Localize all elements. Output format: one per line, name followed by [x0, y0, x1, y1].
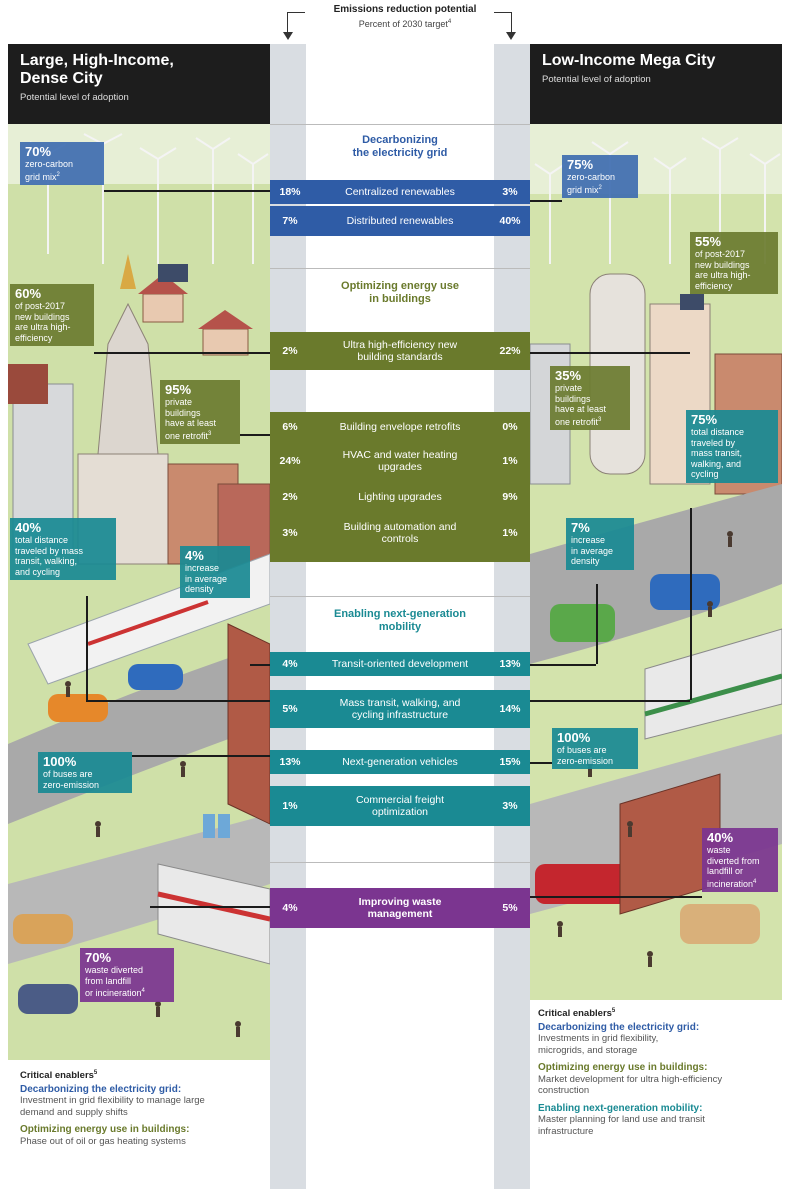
right-enabler-grid-text: Investments in grid flexibility,microgri…	[538, 1033, 659, 1056]
right-enabler-mobility-text: Master planning for land use and transit…	[538, 1114, 705, 1137]
right-enabler-mobility-title: Enabling next-generation mobility:	[538, 1102, 703, 1114]
bracket-arrows	[283, 32, 516, 40]
right-leader-buses	[530, 762, 552, 764]
left-callout-retrofit: 95% private buildings have at least one …	[160, 380, 240, 444]
bracket-left	[287, 12, 305, 13]
left-callout-grid: 70% zero-carbon grid mix2	[20, 142, 104, 185]
left-enabler-buildings-title: Optimizing energy use in buildings:	[20, 1124, 190, 1136]
right-leader-density-v	[596, 584, 598, 664]
header-subtitle: Percent of 2030 target4	[358, 19, 452, 29]
right-city-name: Low-Income Mega City	[542, 52, 716, 69]
left-leader-transit	[86, 700, 270, 702]
left-enabler-grid-text: Investment in grid flexibility to manage…	[20, 1095, 205, 1118]
left-city-header: Large, High-Income, Dense City Potential…	[8, 44, 270, 124]
right-enabler-buildings-title: Optimizing energy use in buildings:	[538, 1062, 708, 1074]
divider-mobility	[270, 596, 530, 597]
left-callout-density: 4% increase in average density	[180, 546, 250, 598]
bracket-right	[494, 12, 512, 13]
buildings-retrofit-block	[270, 412, 530, 562]
left-callout-buses: 100% of buses are zero-emission	[38, 752, 132, 793]
right-callout-waste: 40% waste diverted from landfill or inci…	[702, 828, 778, 892]
left-callout-transit: 40% total distance traveled by mass tran…	[10, 518, 116, 580]
right-leader-waste	[530, 896, 702, 898]
left-enabler-grid-title: Decarbonizing the electricity grid:	[20, 1083, 182, 1095]
left-leader-density	[250, 664, 270, 666]
right-city-adoption-label: Potential level of adoption	[542, 74, 651, 85]
left-leader-waste	[150, 906, 270, 908]
left-leader-new-buildings	[94, 352, 270, 354]
bracket-left-drop	[287, 12, 288, 36]
left-enablers: Critical enablers5 Decarbonizing the ele…	[8, 1060, 270, 1182]
right-callout-buses: 100% of buses are zero-emission	[552, 728, 638, 769]
right-callout-density: 7% increase in average density	[566, 518, 634, 570]
header-title: Emissions reduction potential	[333, 4, 477, 15]
left-city-name: Large, High-Income, Dense City	[20, 52, 174, 87]
right-enablers-heading: Critical enablers5	[538, 1008, 616, 1020]
right-leader-grid	[530, 200, 562, 202]
left-enablers-heading: Critical enablers5	[20, 1070, 98, 1082]
right-leader-density	[530, 664, 596, 666]
divider-buildings	[270, 268, 530, 269]
right-callout-retrofit: 35% private buildings have at least one …	[550, 366, 630, 430]
left-leader-transit-v	[86, 596, 88, 700]
right-leader-new-buildings	[530, 352, 690, 354]
right-callout-transit: 75% total distance traveled by mass tran…	[686, 410, 778, 483]
left-callout-waste: 70% waste diverted from landfill or inci…	[80, 948, 174, 1002]
chart-header: Emissions reduction potential Percent of…	[290, 4, 520, 30]
right-leader-transit	[530, 700, 690, 702]
left-leader-grid	[104, 190, 270, 192]
right-callout-new-buildings: 55% of post-2017 new buildings are ultra…	[690, 232, 778, 294]
left-leader-buses	[132, 755, 270, 757]
right-enablers: Critical enablers5 Decarbonizing the ele…	[530, 1000, 782, 1182]
left-callout-new-buildings: 60% of post-2017 new buildings are ultra…	[10, 284, 94, 346]
divider-grid	[270, 124, 530, 125]
left-city-adoption-label: Potential level of adoption	[20, 92, 129, 103]
divider-waste	[270, 862, 530, 863]
left-enabler-buildings-text: Phase out of oil or gas heating systems	[20, 1135, 186, 1147]
right-callout-grid: 75% zero-carbon grid mix2	[562, 155, 638, 198]
left-leader-retrofit	[240, 434, 270, 436]
right-leader-transit-v	[690, 508, 692, 700]
right-enabler-grid-title: Decarbonizing the electricity grid:	[538, 1021, 700, 1033]
bracket-right-drop	[511, 12, 512, 36]
right-enabler-buildings-text: Market development for ultra high-effici…	[538, 1073, 723, 1097]
right-city-header: Low-Income Mega City Potential level of …	[530, 44, 782, 124]
